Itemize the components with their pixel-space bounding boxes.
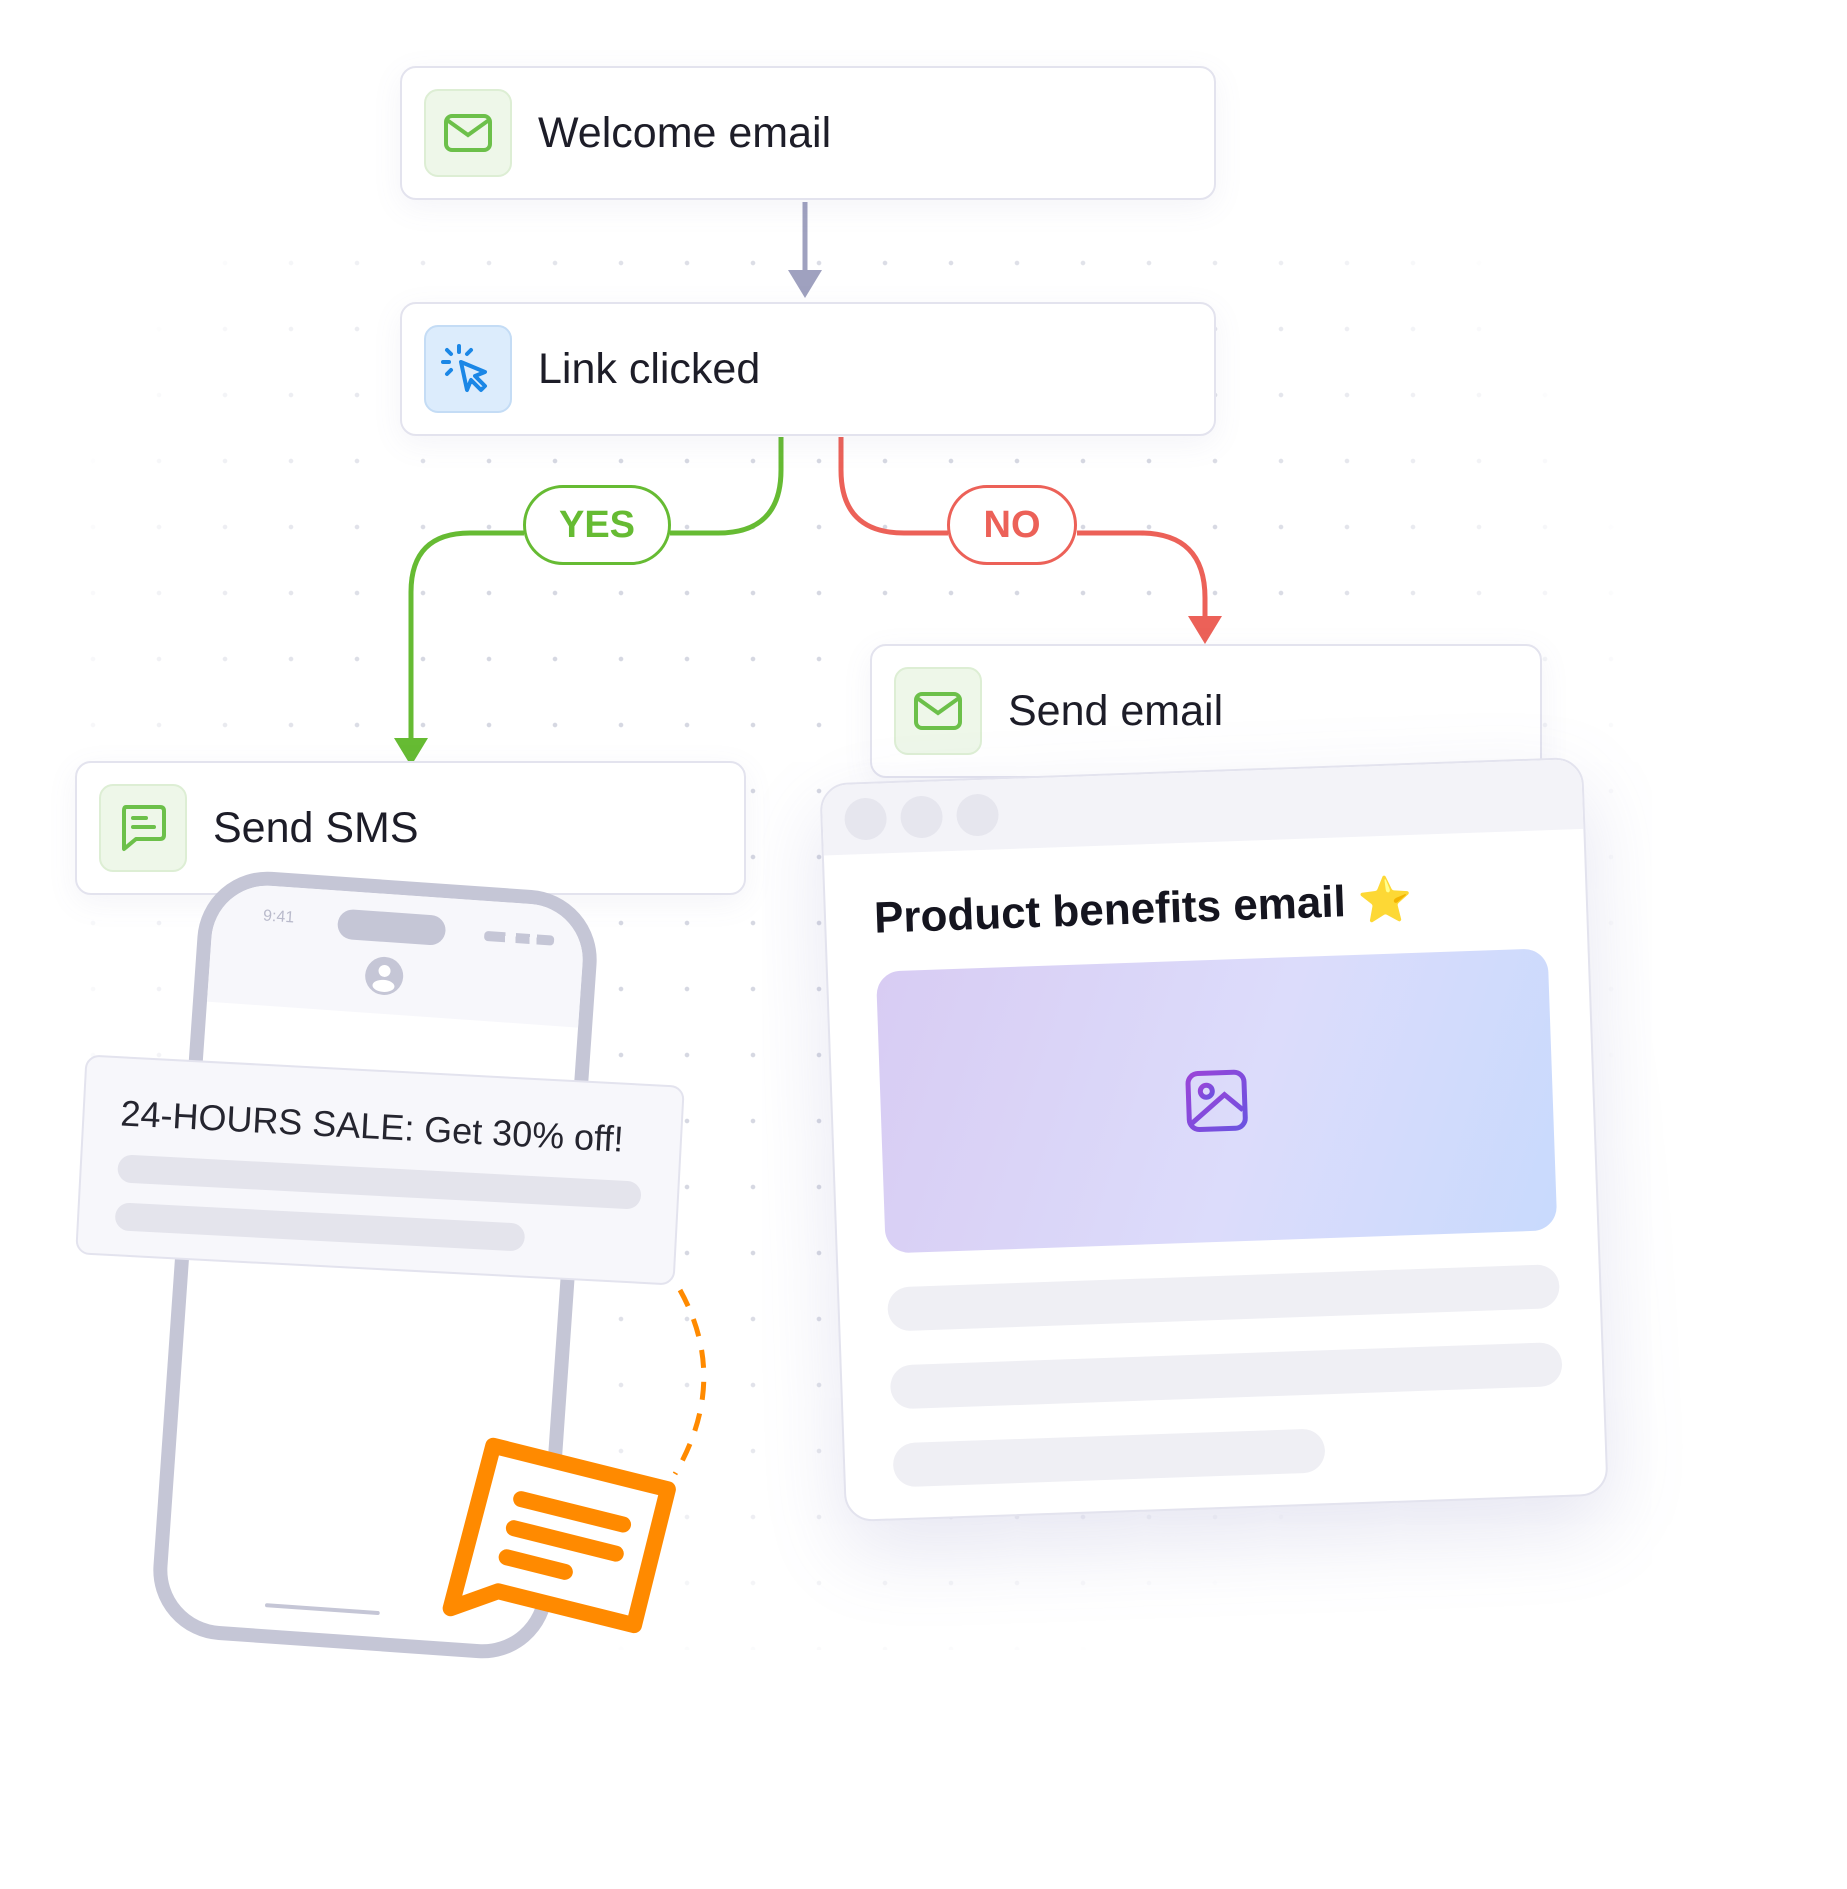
dynamic-island <box>336 908 447 947</box>
node-send-email[interactable]: Send email <box>870 644 1542 778</box>
node-welcome-email[interactable]: Welcome email <box>400 66 1216 200</box>
email-title-text: Product benefits email <box>873 877 1347 943</box>
image-icon <box>1185 1069 1248 1133</box>
phone-time: 9:41 <box>262 907 295 927</box>
phone-mockup: 9:41 <box>148 866 602 1664</box>
text-line-placeholder <box>892 1428 1326 1488</box>
orange-message-icon <box>442 1437 676 1634</box>
contact-avatar-icon <box>365 956 404 995</box>
text-line-placeholder <box>889 1342 1563 1410</box>
hero-image-placeholder <box>875 948 1558 1254</box>
mail-icon <box>424 89 512 177</box>
no-connector <box>838 437 1222 644</box>
cursor-click-icon <box>424 325 512 413</box>
window-dot <box>955 793 1000 837</box>
window-dot <box>899 795 944 839</box>
text-line-placeholder <box>116 1154 642 1210</box>
window-dot <box>843 797 888 841</box>
email-preview-card: Product benefits email ⭐ <box>819 756 1609 1523</box>
notification-text: 24-HOURS SALE: Get 30% off! <box>119 1092 625 1160</box>
message-icon <box>99 784 187 872</box>
yes-connector <box>394 437 784 766</box>
home-indicator <box>264 1603 380 1616</box>
signal-wifi-battery-icons <box>483 930 555 946</box>
node-send-sms[interactable]: Send SMS <box>75 761 746 895</box>
star-icon: ⭐ <box>1357 874 1414 926</box>
node-label: Welcome email <box>538 108 832 157</box>
sms-notification: 24-HOURS SALE: Get 30% off! <box>75 1054 685 1286</box>
node-label: Send SMS <box>213 803 419 852</box>
email-title: Product benefits email ⭐ <box>873 867 1586 944</box>
node-label: Link clicked <box>538 344 761 393</box>
text-line-placeholder <box>114 1202 526 1252</box>
arrow-welcome-to-link <box>788 202 822 298</box>
mail-icon <box>894 667 982 755</box>
node-label: Send email <box>1008 686 1224 735</box>
yes-branch-label: YES <box>523 485 671 565</box>
node-link-clicked[interactable]: Link clicked <box>400 302 1216 436</box>
dashed-orange-arc <box>672 1288 707 1476</box>
no-branch-label: NO <box>947 485 1077 565</box>
text-line-placeholder <box>886 1264 1561 1332</box>
